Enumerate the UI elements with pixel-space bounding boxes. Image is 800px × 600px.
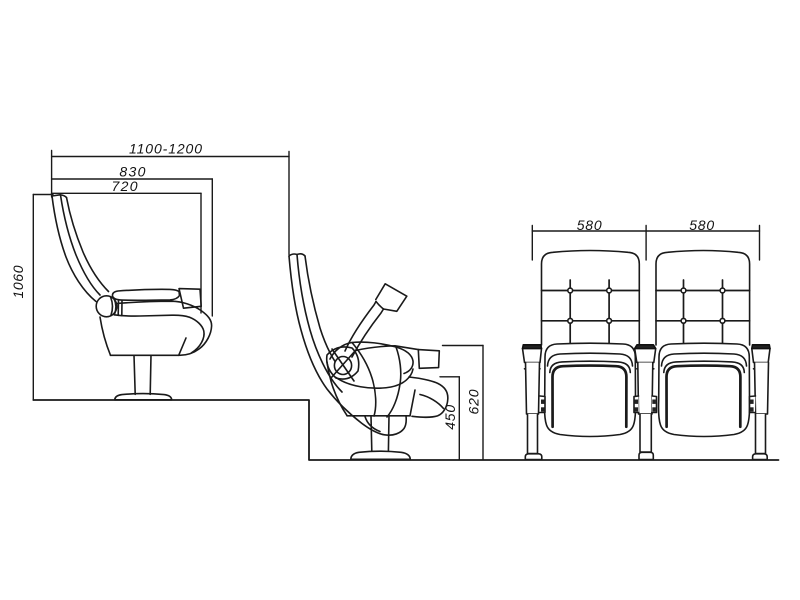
svg-text:720: 720 — [112, 178, 138, 194]
svg-text:620: 620 — [466, 389, 482, 414]
svg-text:1060: 1060 — [10, 265, 26, 298]
svg-text:580: 580 — [577, 217, 602, 233]
svg-text:580: 580 — [689, 217, 714, 233]
svg-text:830: 830 — [119, 164, 145, 180]
svg-text:450: 450 — [442, 405, 458, 430]
svg-text:1100-1200: 1100-1200 — [129, 141, 202, 157]
